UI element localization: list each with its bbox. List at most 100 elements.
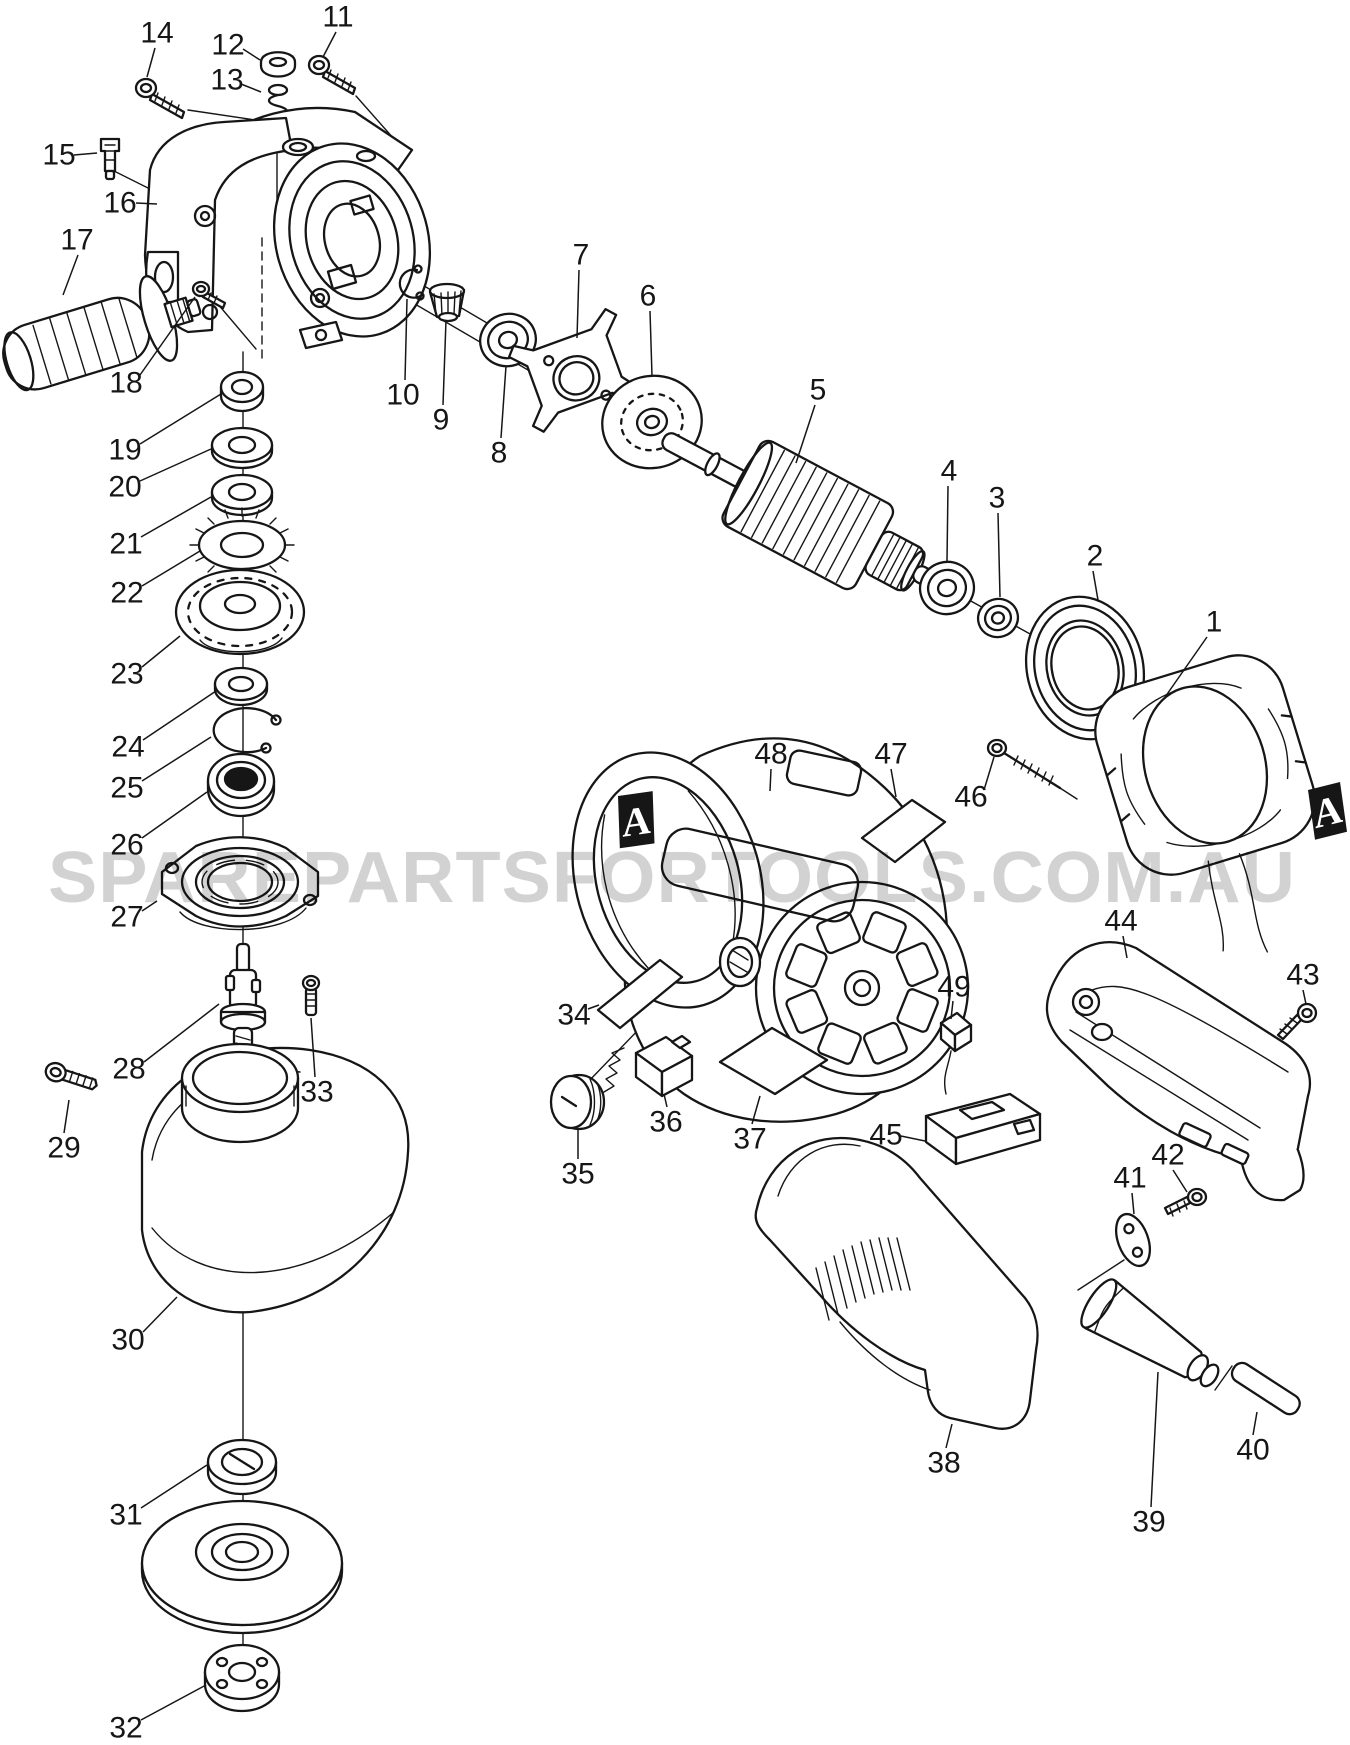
part-21-flat-washer-drawing xyxy=(210,473,274,517)
part-25-circlip-drawing xyxy=(212,707,282,754)
section-badge-letter: A xyxy=(621,797,651,846)
part-39-cord-guard-drawing xyxy=(1080,1278,1220,1388)
part-number-label-37: 37 xyxy=(733,1123,766,1156)
part-number-label-1: 1 xyxy=(1206,606,1223,639)
part-23-bevel-gear-drawing xyxy=(174,568,306,656)
part-number-label-25: 25 xyxy=(110,772,143,805)
leader-line-part-13 xyxy=(240,83,262,93)
part-11-bolt-drawing xyxy=(307,54,357,96)
part-number-label-2: 2 xyxy=(1087,540,1104,573)
leader-line-part-37 xyxy=(751,1095,761,1125)
part-12-cap-drawing xyxy=(259,51,297,78)
leader-line-part-28 xyxy=(143,1003,220,1063)
part-7-bearing-retainer-drawing xyxy=(507,308,641,433)
part-number-label-14: 14 xyxy=(140,17,173,50)
leader-line-part-18 xyxy=(139,296,196,376)
leader-line-part-32 xyxy=(140,1684,207,1721)
leader-line-part-2 xyxy=(1092,570,1099,601)
part-number-label-17: 17 xyxy=(60,224,93,257)
part-number-label-41: 41 xyxy=(1113,1162,1146,1195)
part-31-inner-flange-drawing xyxy=(206,1438,278,1496)
part-40-cord-drawing xyxy=(1230,1361,1301,1416)
part-number-label-38: 38 xyxy=(927,1447,960,1480)
part-number-label-45: 45 xyxy=(869,1119,902,1152)
part-number-label-18: 18 xyxy=(109,367,142,400)
part-35-brush-cap-drawing xyxy=(549,1073,606,1131)
part-number-label-33: 33 xyxy=(300,1076,333,1109)
part-number-label-12: 12 xyxy=(211,29,244,62)
watermark-text: SPAREPARTSFORTOOLS.COM.AU xyxy=(48,838,1296,918)
part-grinding-disc-drawing xyxy=(140,1499,344,1635)
part-number-label-32: 32 xyxy=(109,1712,142,1745)
part-number-label-11: 11 xyxy=(322,1,353,34)
part-44-handle-cover-drawing xyxy=(1045,941,1312,1202)
leader-line-part-33 xyxy=(310,1017,316,1078)
leader-line-part-26 xyxy=(141,791,208,839)
part-number-label-23: 23 xyxy=(110,658,143,691)
part-34-label-sticker-drawing xyxy=(596,958,684,1030)
leader-line-part-16 xyxy=(135,202,158,205)
part-33-screw-drawing xyxy=(301,974,321,1017)
leader-line-part-36 xyxy=(663,1093,668,1108)
leader-line-part-29 xyxy=(63,1099,70,1134)
leader-line-part-44 xyxy=(1122,935,1128,959)
part-number-label-20: 20 xyxy=(108,471,141,504)
part-1-field-stator-drawing xyxy=(1094,654,1316,953)
part-number-label-35: 35 xyxy=(561,1158,594,1191)
part-number-label-3: 3 xyxy=(989,482,1006,515)
leader-line-part-39 xyxy=(1150,1371,1159,1508)
part-16-gear-housing-drawing xyxy=(143,106,432,359)
leader-line-part-11 xyxy=(322,31,337,58)
part-number-annotations: 1234567891011121314151617181920212223242… xyxy=(42,1,1348,1745)
part-17-side-handle-drawing xyxy=(2,275,202,392)
leader-line-part-17 xyxy=(62,254,79,296)
part-3-bearing-drawing xyxy=(976,597,1020,639)
leader-line-part-49 xyxy=(950,1000,954,1020)
leader-line-part-24 xyxy=(142,690,217,741)
part-number-label-40: 40 xyxy=(1236,1434,1269,1467)
part-43-screw-drawing xyxy=(1276,1002,1318,1041)
part-2-baffle-ring-drawing xyxy=(1024,595,1146,741)
part-46-screw-drawing xyxy=(986,738,1078,800)
leader-line-part-47 xyxy=(890,768,897,798)
part-number-label-9: 9 xyxy=(433,404,450,437)
part-number-label-7: 7 xyxy=(573,239,590,272)
leader-line-part-48 xyxy=(769,768,772,792)
part-number-label-39: 39 xyxy=(1132,1506,1165,1539)
part-number-label-27: 27 xyxy=(110,901,143,934)
section-badge-right: A xyxy=(1308,782,1348,840)
leader-line-part-22 xyxy=(141,550,201,587)
leader-line-part-5 xyxy=(795,404,816,464)
leader-line-part-45 xyxy=(900,1135,926,1142)
part-30-wheel-guard-drawing xyxy=(140,1042,410,1314)
leader-line-part-19 xyxy=(139,393,222,445)
leader-line-part-12 xyxy=(242,48,261,61)
leader-line-part-30 xyxy=(142,1296,178,1333)
leader-line-part-10 xyxy=(404,298,408,381)
part-number-label-30: 30 xyxy=(111,1324,144,1357)
section-badge-box xyxy=(618,791,655,849)
part-number-label-21: 21 xyxy=(109,528,142,561)
part-number-label-34: 34 xyxy=(557,999,590,1032)
part-32-lock-nut-drawing xyxy=(203,1643,281,1713)
part-number-label-44: 44 xyxy=(1104,905,1137,938)
leader-line-part-14 xyxy=(146,47,156,78)
part-number-label-24: 24 xyxy=(111,731,144,764)
part-number-label-48: 48 xyxy=(754,738,787,771)
leader-line-part-3 xyxy=(997,512,1001,598)
leader-line-part-34 xyxy=(587,1004,600,1010)
leader-line-part-9 xyxy=(442,319,447,406)
leader-line-part-25 xyxy=(141,736,212,782)
leader-line-part-27 xyxy=(141,900,158,912)
section-badge-box xyxy=(1308,782,1348,840)
part-20-flat-washer-drawing xyxy=(210,426,274,470)
leader-line-part-41 xyxy=(1131,1192,1135,1215)
part-number-label-6: 6 xyxy=(640,280,657,313)
part-26-bearing-drawing xyxy=(206,752,276,818)
part-9-pinion-gear-drawing xyxy=(428,282,466,323)
leader-line-part-38 xyxy=(945,1423,953,1449)
section-badge-left: A xyxy=(618,791,655,849)
part-24-washer-drawing xyxy=(213,666,269,707)
part-number-label-15: 15 xyxy=(42,139,75,172)
